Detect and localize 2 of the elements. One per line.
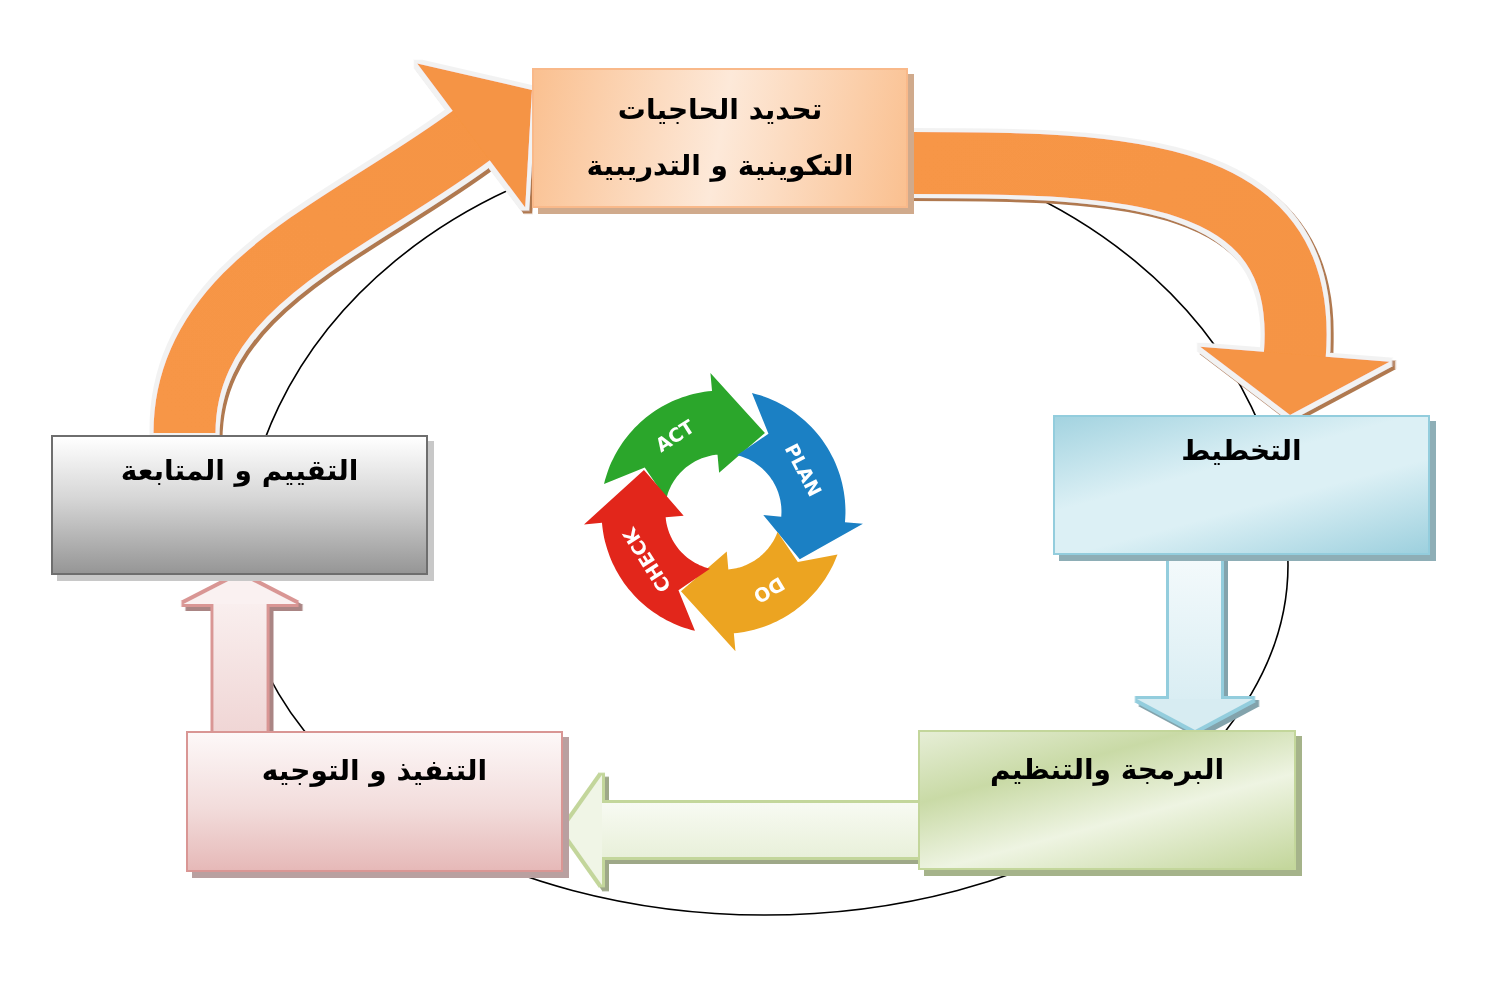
curved-arrow bbox=[153, 62, 534, 436]
segment-label: DO bbox=[750, 573, 788, 606]
